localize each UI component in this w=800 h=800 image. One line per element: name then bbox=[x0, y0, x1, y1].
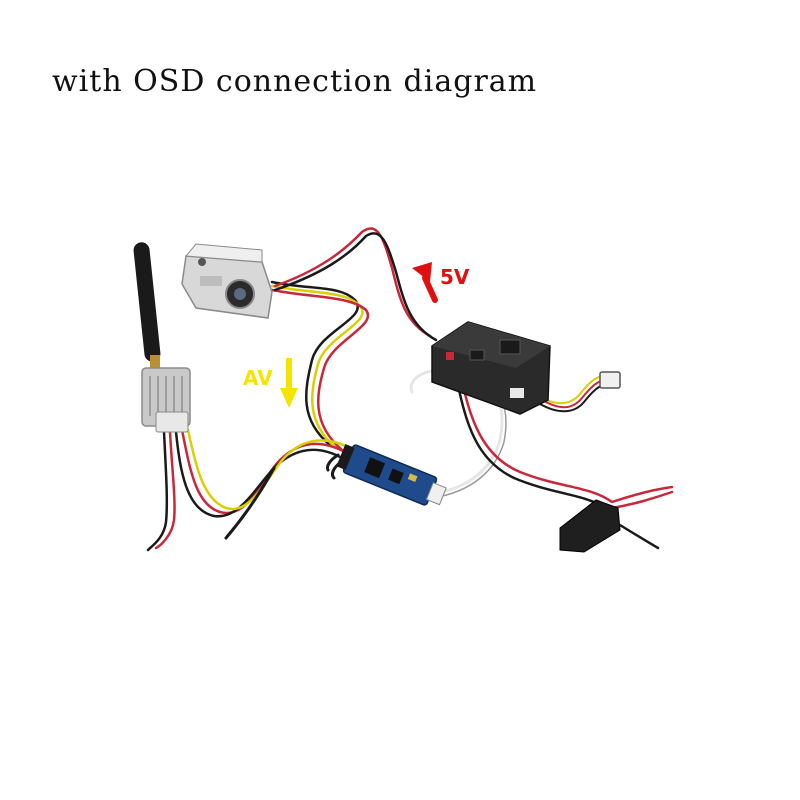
five-v-indicator: 5V bbox=[412, 262, 470, 303]
osd-module bbox=[336, 444, 447, 506]
camera-av-wire-red bbox=[270, 288, 370, 452]
antenna-base bbox=[150, 355, 160, 373]
wires bbox=[146, 227, 674, 552]
fc-battery-wire-red bbox=[458, 370, 674, 504]
camera-av-wire-black bbox=[270, 280, 359, 447]
camera-av-wire-yellow bbox=[270, 284, 364, 450]
av-label: AV bbox=[243, 366, 273, 390]
vtx-connector bbox=[155, 411, 189, 433]
five-v-arrow-head bbox=[412, 262, 432, 282]
vtx-osd-wire-yellow bbox=[186, 428, 352, 511]
av-arrow-shaft bbox=[286, 358, 292, 390]
battery bbox=[559, 499, 621, 553]
fc-connector-wire-yellow bbox=[537, 375, 603, 405]
camera-button bbox=[198, 258, 206, 266]
osd-header-left bbox=[336, 444, 355, 471]
vtx-osd-wire-red bbox=[180, 428, 347, 515]
fc-battery-wire-black bbox=[454, 374, 608, 510]
camera-lens-inner bbox=[234, 288, 246, 300]
fc-pin-header-2 bbox=[469, 349, 485, 361]
fc-connector-white bbox=[510, 388, 524, 398]
battery-body bbox=[559, 499, 621, 553]
av-arrow-head bbox=[280, 388, 298, 408]
fc-top bbox=[432, 322, 550, 368]
battery-wire-red-out bbox=[610, 490, 674, 510]
vtx-down-wire-red bbox=[154, 430, 176, 550]
camera-5v-wire-black bbox=[273, 232, 438, 342]
vtx-side-wire-black bbox=[224, 466, 276, 540]
osd-chip-2 bbox=[388, 468, 404, 485]
camera-label bbox=[200, 276, 222, 286]
osd-header-right bbox=[425, 482, 447, 506]
page-title: with OSD connection diagram bbox=[52, 64, 538, 99]
battery-wire-black-out bbox=[618, 523, 660, 550]
fc-pin-header-1 bbox=[499, 339, 521, 355]
five-v-arrow-shaft bbox=[422, 275, 438, 303]
fc-connector-wire-black bbox=[539, 383, 607, 413]
antenna bbox=[133, 242, 161, 362]
five-v-label: 5V bbox=[440, 265, 470, 289]
osd-stub-cable-1 bbox=[326, 453, 340, 472]
camera-top bbox=[184, 243, 263, 263]
camera-5v-wire-red bbox=[273, 227, 432, 338]
vtx-down-wire-black bbox=[146, 430, 169, 552]
fc-connector-red bbox=[446, 352, 454, 360]
video-transmitter bbox=[133, 242, 191, 433]
flight-controller bbox=[431, 321, 551, 415]
osd-chip-1 bbox=[364, 457, 386, 479]
aux-connector bbox=[599, 371, 621, 389]
osd-chip-3 bbox=[407, 473, 418, 482]
camera bbox=[181, 243, 273, 319]
fc-connector-wire-red bbox=[541, 379, 605, 409]
av-indicator: AV bbox=[243, 358, 298, 408]
